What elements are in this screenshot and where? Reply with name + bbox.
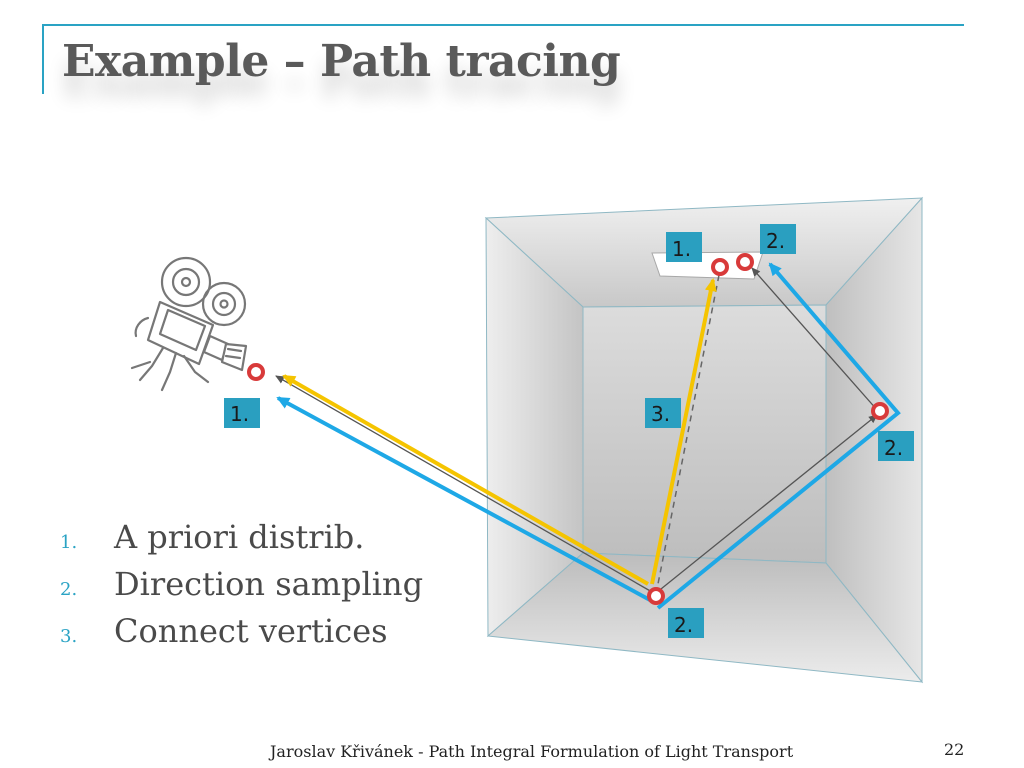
vertex-right-wall [871,402,889,420]
list-item: 3. Connect vertices [60,612,423,659]
page-number: 22 [944,740,965,759]
connection-path-segment [650,278,717,585]
label-light-right: 2. [760,224,796,254]
slide-title: Example – Path tracing [62,36,621,87]
vertex-light-left [711,258,729,276]
label-light-left: 1. [666,232,702,262]
svg-text:1.: 1. [672,237,691,261]
vertex-light-right [736,253,754,271]
list-item-number: 1. [60,532,78,553]
svg-text:2.: 2. [766,229,785,253]
list-item-number: 2. [60,579,78,600]
connection-path [282,374,649,586]
vertex-floor [647,587,665,605]
room-floor [486,552,924,683]
sampling-path [276,396,651,602]
reference-path [275,267,879,594]
svg-text:1.: 1. [230,402,249,426]
svg-text:2.: 2. [674,613,693,637]
header-left-rule [42,24,44,94]
list-item: 1. A priori distrib. [60,518,423,565]
room-back-wall [582,304,827,564]
list-item-text: Connect vertices [114,612,388,650]
steps-list: 1. A priori distrib. 2. Direction sampli… [60,518,423,659]
room-box [484,196,924,684]
list-item: 2. Direction sampling [60,565,423,612]
header-top-rule [44,24,964,26]
list-item-text: Direction sampling [114,565,424,603]
label-camera: 1. [224,398,260,428]
list-item-text: A priori distrib. [114,518,365,556]
label-floor: 2. [668,608,704,638]
svg-text:2.: 2. [884,436,903,460]
list-item-number: 3. [60,626,78,647]
movie-camera-icon [130,256,248,392]
vertex-camera [247,363,265,381]
path-vertices [247,253,889,605]
slide-footer: Jaroslav Křivánek - Path Integral Formul… [270,742,794,761]
label-connect: 3. [645,398,681,428]
label-right-wall: 2. [878,431,914,461]
svg-text:3.: 3. [651,402,670,426]
sampling-path-segment [656,262,901,610]
connection-dashed-line [655,269,721,595]
